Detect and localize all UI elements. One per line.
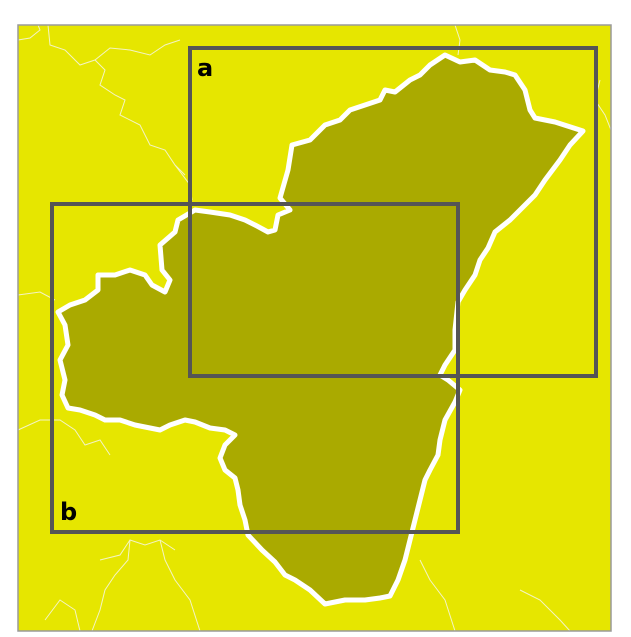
inset-a-label: a: [197, 54, 213, 82]
boundary-line: [419, 559, 456, 632]
highlighted-region[interactable]: [55, 52, 586, 607]
inset-a[interactable]: a: [188, 46, 598, 378]
inset-b[interactable]: b: [50, 202, 460, 534]
boundary-line: [91, 539, 131, 632]
map-frame-border: [17, 24, 612, 632]
inset-b-label: b: [60, 498, 77, 526]
minor-boundaries: [17, 24, 612, 632]
boundary-line: [159, 539, 201, 632]
boundary-line: [17, 24, 41, 41]
boundary-line: [47, 24, 186, 176]
boundary-line: [99, 539, 176, 561]
boundary-line: [519, 589, 571, 632]
boundary-line: [17, 419, 111, 456]
inset-b-box[interactable]: [50, 202, 460, 534]
inset-a-box[interactable]: [188, 46, 598, 378]
boundary-line: [44, 599, 81, 632]
boundary-line: [94, 39, 181, 61]
